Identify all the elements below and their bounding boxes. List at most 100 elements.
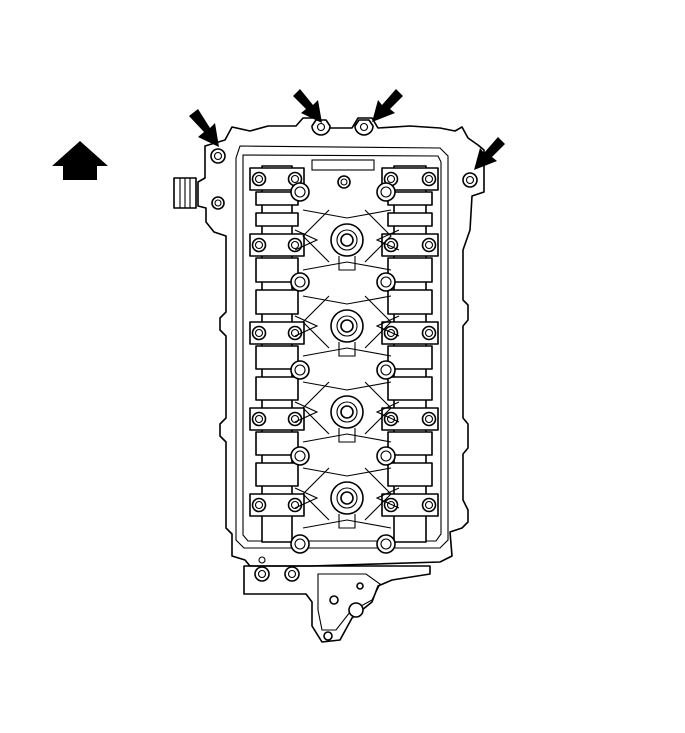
bearing-cap xyxy=(381,167,439,191)
valve-bore-inner xyxy=(294,186,306,198)
top-bolt-right xyxy=(354,119,374,136)
brace xyxy=(302,467,392,477)
valve-bore-inner xyxy=(380,538,392,550)
valve-bore xyxy=(290,272,310,292)
cam-lobe xyxy=(255,257,299,283)
cap-bolt xyxy=(251,237,267,253)
valve-bore xyxy=(290,360,310,380)
brace xyxy=(302,381,392,391)
front-rib xyxy=(311,159,375,171)
tower-neck xyxy=(338,256,356,271)
spark-plug-tower xyxy=(294,295,400,357)
cap-bolt xyxy=(383,497,399,513)
bearing-cap-body xyxy=(381,321,439,345)
cap-bolt-head xyxy=(424,328,434,338)
cam-lobe xyxy=(387,345,433,370)
valve-bore-inner xyxy=(294,364,306,376)
cap-bolt-head xyxy=(386,328,396,338)
cap-bolt-head xyxy=(290,500,300,510)
callout-arrow-icon xyxy=(189,109,219,147)
cap-bolt-head xyxy=(290,414,300,424)
intake-camshaft xyxy=(249,165,305,543)
valve-bore xyxy=(290,534,310,554)
top-bolt-left xyxy=(311,119,331,136)
locator-hole-inner xyxy=(340,178,348,186)
bearing-cap xyxy=(249,407,305,431)
cam-lobe xyxy=(255,345,299,370)
cap-bolt xyxy=(251,325,267,341)
rib xyxy=(294,401,319,423)
bearing-cap xyxy=(381,233,439,257)
cap-bolt-head xyxy=(424,240,434,250)
bearing-cap xyxy=(381,407,439,431)
brace xyxy=(364,295,392,349)
rib xyxy=(294,315,319,337)
valve-bore-inner xyxy=(294,276,306,288)
brace xyxy=(364,467,392,521)
cap-bolt xyxy=(421,325,437,341)
brace xyxy=(302,209,392,219)
cap-bolt-head xyxy=(424,500,434,510)
front-direction-arrow-icon xyxy=(52,141,108,180)
cap-bolt-head xyxy=(290,328,300,338)
valve-bore-inner xyxy=(380,186,392,198)
spark-plug-tower xyxy=(294,209,400,271)
callout-arrow-icon xyxy=(372,89,403,122)
cap-bolt xyxy=(383,325,399,341)
rib xyxy=(375,487,400,509)
cap-bolt-head xyxy=(290,240,300,250)
tower-neck xyxy=(338,342,356,357)
rib xyxy=(375,401,400,423)
rib xyxy=(294,487,319,509)
exhaust-camshaft xyxy=(381,165,439,543)
locator-hole xyxy=(337,175,351,189)
cap-bolt xyxy=(287,411,303,427)
rib xyxy=(375,315,400,337)
cap-bolt-head xyxy=(254,414,264,424)
bearing-cap xyxy=(381,493,439,517)
spark-plug-nut xyxy=(340,233,354,247)
tower-ring xyxy=(336,487,358,509)
cap-bolt xyxy=(251,497,267,513)
bearing-cap xyxy=(249,233,305,257)
cap-bolt-head xyxy=(290,174,300,184)
cap-bolt xyxy=(251,411,267,427)
brace xyxy=(302,261,392,271)
spark-plug-tower xyxy=(294,467,400,529)
brace xyxy=(364,381,392,435)
cam-lobe xyxy=(255,289,299,315)
valve-bore xyxy=(376,360,396,380)
tower-ring xyxy=(336,315,358,337)
bearing-cap-body xyxy=(381,493,439,517)
bearing-cap-body xyxy=(381,407,439,431)
cam-lobe xyxy=(387,462,433,487)
rib xyxy=(294,229,319,251)
cap-bolt xyxy=(421,497,437,513)
spark-plug-nut xyxy=(340,405,354,419)
brace xyxy=(302,295,392,305)
bearing-cap xyxy=(249,493,305,517)
brace xyxy=(364,209,392,263)
valve-bore-inner xyxy=(294,450,306,462)
cap-bolt xyxy=(287,325,303,341)
valve-bore xyxy=(290,182,310,202)
cap-bolt-head xyxy=(386,414,396,424)
cap-bolt-head xyxy=(424,174,434,184)
tower-neck xyxy=(338,428,356,443)
cam-lobe xyxy=(255,212,299,227)
bearing-cap xyxy=(249,321,305,345)
valve-bore xyxy=(376,182,396,202)
cam-lobe xyxy=(255,431,299,456)
spark-plug-tower xyxy=(294,381,400,443)
valve-bore-inner xyxy=(380,364,392,376)
callout-arrow-icon xyxy=(474,137,505,170)
brace xyxy=(302,347,392,357)
brace xyxy=(302,433,392,443)
tower-neck xyxy=(338,514,356,529)
cap-bolt-head xyxy=(386,500,396,510)
cam-lobe xyxy=(387,289,433,315)
tower-ring xyxy=(336,401,358,423)
cap-bolt-head xyxy=(254,240,264,250)
cap-bolt-head xyxy=(254,500,264,510)
